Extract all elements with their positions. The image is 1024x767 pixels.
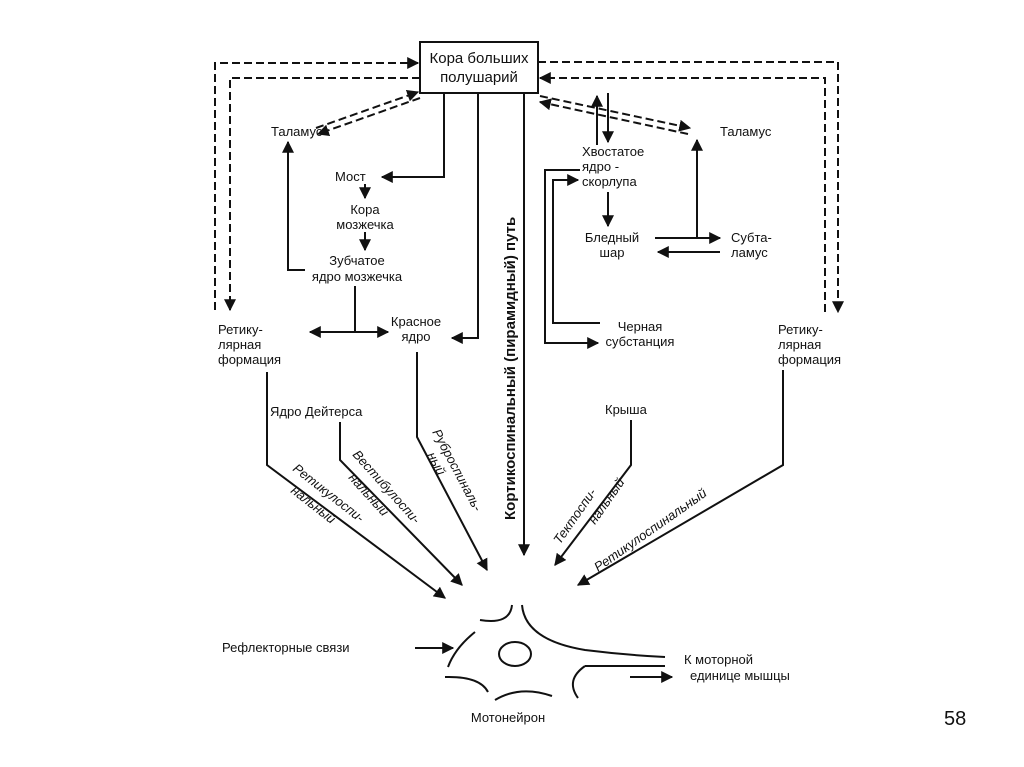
cerebellar-cortex-label: мозжечка: [336, 217, 394, 232]
dentate-nucleus-label: Зубчатое: [329, 253, 385, 268]
motor-unit-label: К моторной: [684, 652, 753, 667]
thalamus-left-label: Таламус: [271, 124, 323, 139]
cortex-label: полушарий: [440, 69, 518, 86]
pons-label: Мост: [335, 169, 366, 184]
substantia-nigra-label: Черная: [618, 319, 663, 334]
subthalamus-label: ламус: [731, 245, 768, 260]
motoneuron-label: Мотонейрон: [471, 710, 545, 725]
globus-pallidus-label: шар: [600, 245, 625, 260]
dentate-nucleus-label: ядро мозжечка: [312, 269, 403, 284]
descending-tracts: [266, 352, 784, 599]
substantia-nigra-label: субстанция: [606, 334, 675, 349]
reticular-right-label: формация: [778, 352, 841, 367]
cortex-node: Кора больших полушарий: [419, 41, 539, 94]
caudate-label: скорлупа: [582, 174, 637, 189]
caudate-label: Хвостатое: [582, 144, 644, 159]
left-connections: [282, 93, 479, 344]
page-number: 58: [944, 708, 966, 730]
deiters-label: Ядро Дейтерса: [270, 404, 363, 419]
reticular-left-label: лярная: [218, 337, 261, 352]
thalamus-right-label: Таламус: [720, 124, 772, 139]
reflex-label: Рефлекторные связи: [222, 640, 350, 655]
reticular-right-label: Ретику-: [778, 322, 823, 337]
red-nucleus-label: Красное: [391, 314, 441, 329]
reticular-right-label: лярная: [778, 337, 821, 352]
red-nucleus-label: ядро: [401, 329, 430, 344]
caudate-label: ядро -: [582, 159, 619, 174]
right-connections: [544, 93, 722, 349]
reticular-left-label: формация: [218, 352, 281, 367]
corticospinal-label: Кортикоспинальный (пирамидный) путь: [502, 217, 519, 520]
motoneuron-drawing: [415, 604, 674, 701]
reticular-left-label: Ретику-: [218, 322, 263, 337]
subthalamus-label: Субта-: [731, 230, 772, 245]
tectum-label: Крыша: [605, 402, 648, 417]
globus-pallidus-label: Бледный: [585, 230, 639, 245]
cerebellar-cortex-label: Кора: [350, 202, 380, 217]
dashed-connections: [214, 57, 844, 314]
motor-unit-label: единице мышцы: [690, 668, 790, 683]
cortex-label: Кора больших: [429, 50, 529, 67]
